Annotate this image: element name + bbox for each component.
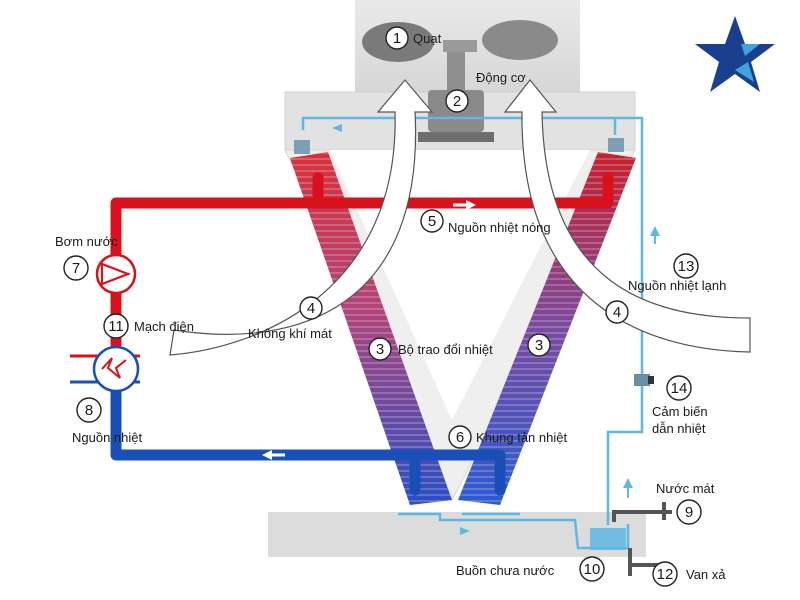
air-flow-left [169,79,434,356]
brand-logo-star [695,16,775,92]
label-fan: Quạt [413,31,442,46]
svg-text:4: 4 [307,300,315,317]
basin-water [590,528,626,550]
label-heat-source: Nguồn nhiệt [72,430,142,445]
svg-text:2: 2 [453,93,461,110]
cold-flow-arrow [262,450,285,460]
heat-source [70,345,140,393]
label-cool-air: Không khí mát [248,326,332,341]
svg-text:5: 5 [428,213,436,230]
label-cool-water: Nước mát [656,481,715,496]
svg-text:9: 9 [685,504,693,521]
svg-text:7: 7 [72,260,80,277]
pump [95,253,137,295]
nozzle-right [608,138,624,152]
label-sensor-line2: dẫn nhiệt [652,421,706,436]
cold-water-pipe [110,386,506,496]
water-up-arrow-2 [623,478,633,488]
label-cold-source: Nguồn nhiệt lạnh [628,278,726,293]
callout-14: 14 [666,375,692,401]
svg-text:3: 3 [535,337,543,354]
basin-flow-arrow [460,527,470,535]
label-circuit: Mạch điện [134,319,194,334]
callout-5: 5 [420,209,444,233]
svg-text:11: 11 [108,318,124,335]
callout-13: 13 [673,253,699,279]
water-distribution-line [301,116,644,525]
water-up-arrow-1 [650,226,660,236]
callout-10: 10 [579,556,605,582]
callout-1: 1 [385,26,409,50]
svg-text:13: 13 [678,258,695,275]
nozzle-left [294,140,310,154]
callout-11: 11 [103,313,129,339]
svg-text:6: 6 [456,429,464,446]
callout-8: 8 [76,397,102,423]
label-heat-exchanger: Bộ trao đổi nhiệt [398,342,493,357]
callout-9: 9 [676,499,702,525]
svg-text:3: 3 [376,341,384,358]
svg-text:14: 14 [671,380,688,397]
hot-flow-arrow [453,200,476,210]
label-hot-source: Nguồn nhiệt nóng [448,220,551,235]
label-motor: Động cơ [476,70,526,85]
svg-text:1: 1 [393,30,401,47]
svg-text:10: 10 [584,561,601,578]
label-pump: Bơm nước [55,234,118,249]
callout-4b: 4 [605,300,629,324]
cool-water-valve [612,502,672,522]
label-basin: Buồn chưa nước [456,563,555,578]
callout-12: 12 [652,561,678,587]
callout-2: 2 [445,89,469,113]
temperature-sensor [634,374,654,386]
callout-3b: 3 [527,333,551,357]
label-sensor-line1: Cảm biến [652,404,708,419]
svg-text:12: 12 [657,566,674,583]
air-flow-right [503,79,751,353]
callout-7: 7 [63,255,89,281]
svg-text:8: 8 [85,402,93,419]
svg-text:4: 4 [613,304,621,321]
water-left-arrow [332,124,342,132]
callout-4a: 4 [299,296,323,320]
callout-3a: 3 [368,337,392,361]
label-radiator-frame: Khung tản nhiệt [476,430,567,445]
callout-6: 6 [448,425,472,449]
drain-valve [628,548,660,576]
label-drain-valve: Van xả [686,567,726,582]
